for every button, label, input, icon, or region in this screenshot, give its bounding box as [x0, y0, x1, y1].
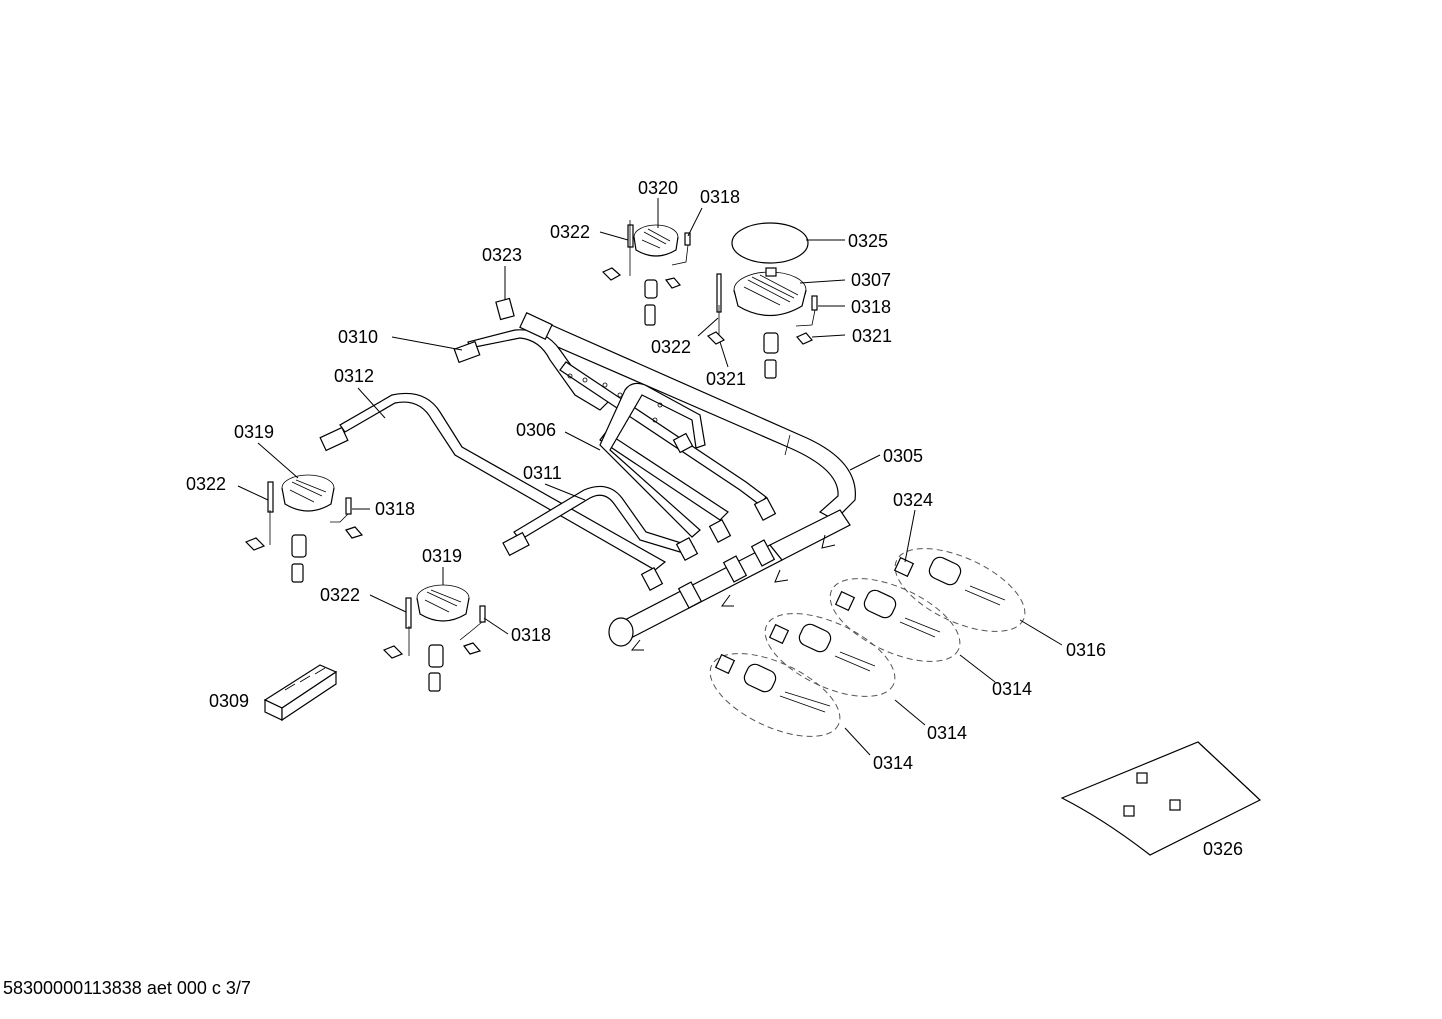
- label-0320: 0320: [638, 178, 678, 198]
- label-0322-lower: 0322: [320, 585, 360, 605]
- label-0316: 0316: [1066, 640, 1106, 660]
- label-0319-lower: 0319: [422, 546, 462, 566]
- label-0306: 0306: [516, 420, 556, 440]
- valve-groups: [709, 548, 1026, 737]
- burner-0319-lower: [382, 584, 486, 692]
- label-0318-left: 0318: [375, 499, 415, 519]
- label-0305: 0305: [883, 446, 923, 466]
- ignition-module-0309: [263, 664, 338, 722]
- label-0322-top: 0322: [550, 222, 590, 242]
- label-0323: 0323: [482, 245, 522, 265]
- label-0309: 0309: [209, 691, 249, 711]
- label-0325: 0325: [848, 231, 888, 251]
- thermocouple-0318-top: [644, 232, 691, 326]
- label-0326: 0326: [1203, 839, 1243, 859]
- label-0322-left: 0322: [186, 474, 226, 494]
- label-0312: 0312: [334, 366, 374, 386]
- label-0322-mid: 0322: [651, 337, 691, 357]
- label-0307: 0307: [851, 270, 891, 290]
- label-0319-left: 0319: [234, 422, 274, 442]
- label-0314-b: 0314: [927, 723, 967, 743]
- label-0324: 0324: [893, 490, 933, 510]
- gas-pipe-assembly: [319, 312, 856, 651]
- label-0321-right: 0321: [852, 326, 892, 346]
- document-reference-footer: 58300000113838 aet 000 c 3/7: [3, 978, 251, 998]
- part-labels: 0320 0318 0322 0325 0307 0318 0321 0322 …: [186, 178, 1243, 859]
- label-0311: 0311: [523, 463, 562, 483]
- label-0314-c: 0314: [873, 753, 913, 773]
- label-0318-right: 0318: [851, 297, 891, 317]
- burner-0320: [633, 224, 679, 257]
- label-0318-lower: 0318: [511, 625, 551, 645]
- leader-lines: [237, 198, 1063, 756]
- washer-0323: [495, 297, 515, 321]
- burner-cap-0325: [731, 222, 809, 264]
- burner-0307: [706, 267, 818, 379]
- label-0314-a: 0314: [992, 679, 1032, 699]
- label-0321-mid: 0321: [706, 369, 746, 389]
- label-0310: 0310: [338, 327, 378, 347]
- electrode-0322-top: [601, 220, 634, 281]
- burner-0319-left: [244, 474, 364, 583]
- parts-bag-0326: [1060, 741, 1262, 856]
- label-0318-top: 0318: [700, 187, 740, 207]
